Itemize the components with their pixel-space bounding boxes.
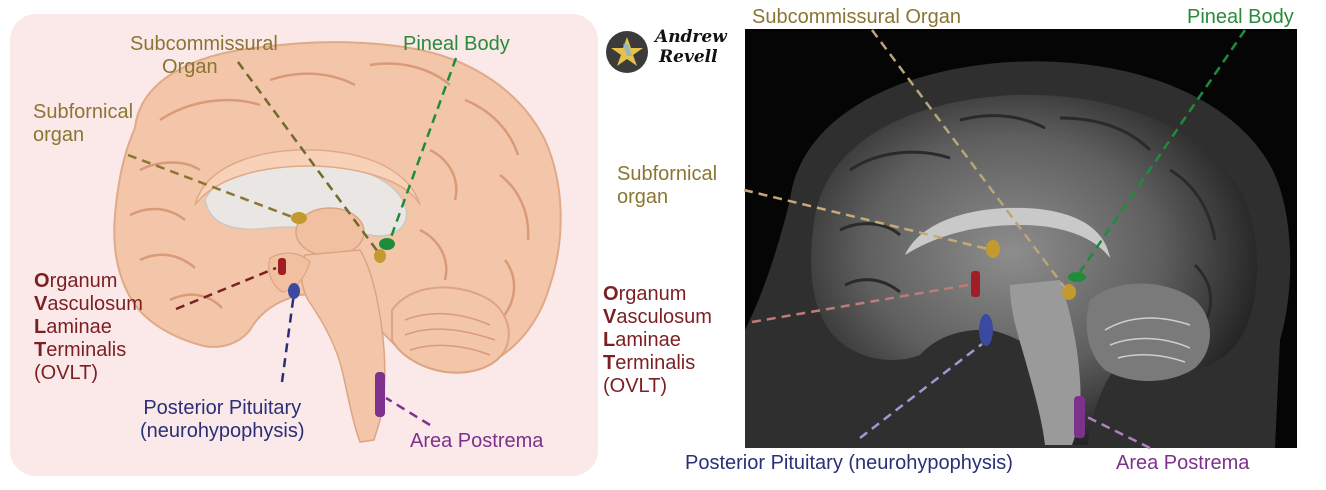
right-label-posterior-pituitary: Posterior Pituitary (neurohypophysis) bbox=[685, 452, 1013, 474]
right-subfornical-line2: organ bbox=[617, 186, 669, 208]
left-ovlt-line-4: Terminalis bbox=[34, 339, 127, 361]
mri-sulci bbox=[839, 114, 1217, 331]
right-ovlt-line-1: Organum bbox=[603, 283, 687, 305]
brainstem-mri bbox=[1010, 280, 1081, 445]
left-pp-line1: Posterior Pituitary bbox=[143, 397, 302, 419]
thalamus bbox=[295, 207, 365, 257]
left-leader-lines bbox=[127, 57, 458, 427]
left-label-area-postrema: Area Postrema bbox=[410, 430, 544, 452]
pineal-body-marker bbox=[379, 238, 395, 250]
logo-signature: Andrew Revell bbox=[655, 27, 727, 67]
area-postrema-leader-right bbox=[1084, 414, 1151, 450]
left-subcommissural-line2: Organ bbox=[162, 56, 218, 78]
area-postrema-marker-mri bbox=[1074, 396, 1085, 438]
left-pp-line2: (neurohypophysis) bbox=[140, 420, 305, 442]
subcommissural-leader-right bbox=[870, 29, 1067, 289]
cerebellum-mri bbox=[1086, 283, 1210, 382]
right-label-area-postrema: Area Postrema bbox=[1116, 452, 1250, 474]
left-label-pineal-body: Pineal Body bbox=[403, 33, 510, 55]
left-subfornical-line2: organ bbox=[33, 124, 85, 146]
posterior-pituitary-leader-right bbox=[859, 343, 983, 439]
right-label-subfornical-organ: Subfornical organ bbox=[617, 163, 717, 209]
subfornical-leader-right bbox=[743, 188, 989, 251]
left-label-ovlt: Organum Vasculosum Laminae Terminalis (O… bbox=[34, 270, 143, 385]
left-label-subcommissural-organ: Subcommissural Organ bbox=[130, 33, 278, 79]
pineal-leader-left bbox=[388, 57, 458, 241]
mri-scan bbox=[743, 29, 1297, 450]
right-ovlt-line-4: Terminalis bbox=[603, 352, 696, 374]
cerebellum-arbor bbox=[1104, 317, 1191, 363]
right-subfornical-line1: Subfornical bbox=[617, 163, 718, 185]
area-postrema-leader-left bbox=[385, 396, 431, 427]
pineal-body-marker-mri bbox=[1068, 272, 1086, 282]
corpus-callosum bbox=[194, 149, 421, 206]
left-label-subfornical-organ: Subfornical organ bbox=[33, 101, 133, 147]
cerebellum-folia bbox=[404, 312, 496, 356]
subcommissural-leader-left bbox=[236, 61, 380, 253]
left-ovlt-line-1: Organum bbox=[34, 270, 118, 292]
brainstem bbox=[300, 249, 386, 443]
left-ovlt-line-2: Vasculosum bbox=[34, 293, 143, 315]
ovlt-marker bbox=[278, 258, 286, 275]
subfornical-organ-marker-mri bbox=[986, 240, 1000, 258]
posterior-pituitary-leader-left bbox=[280, 292, 296, 383]
right-ovlt-line-2: Vasculosum bbox=[603, 306, 712, 328]
logo-line-1: Andrew bbox=[655, 27, 727, 47]
left-subfornical-line1: Subfornical bbox=[33, 101, 134, 123]
subfornical-organ-marker bbox=[291, 212, 307, 224]
logo-line-2: Revell bbox=[659, 47, 718, 67]
area-postrema-marker bbox=[375, 372, 385, 417]
right-leader-lines bbox=[743, 29, 1247, 450]
ovlt-leader-left bbox=[175, 266, 277, 311]
pineal-leader-right bbox=[1078, 29, 1247, 273]
right-ovlt-abbr: (OVLT) bbox=[603, 375, 668, 397]
left-label-posterior-pituitary: Posterior Pituitary (neurohypophysis) bbox=[140, 397, 305, 443]
ovlt-leader-right bbox=[751, 283, 969, 324]
right-ovlt-line-3: Laminae bbox=[603, 329, 681, 351]
right-label-subcommissural-organ: Subcommissural Organ bbox=[752, 6, 961, 28]
posterior-pituitary-marker-mri bbox=[979, 314, 993, 346]
subcommissural-organ-marker-mri bbox=[1062, 284, 1076, 300]
subcommissural-organ-marker bbox=[374, 249, 386, 263]
corpus-callosum-mri bbox=[905, 207, 1110, 258]
brain-illustration bbox=[113, 41, 562, 443]
right-label-ovlt: Organum Vasculosum Laminae Terminalis (O… bbox=[603, 283, 712, 398]
right-label-pineal-body: Pineal Body bbox=[1187, 6, 1294, 28]
left-ovlt-line-3: Laminae bbox=[34, 316, 112, 338]
left-subcommissural-line1: Subcommissural bbox=[130, 33, 278, 55]
left-ovlt-abbr: (OVLT) bbox=[34, 362, 99, 384]
ovlt-marker-mri bbox=[971, 271, 980, 297]
star-logo-icon bbox=[606, 31, 648, 73]
posterior-pituitary-marker bbox=[288, 283, 300, 299]
